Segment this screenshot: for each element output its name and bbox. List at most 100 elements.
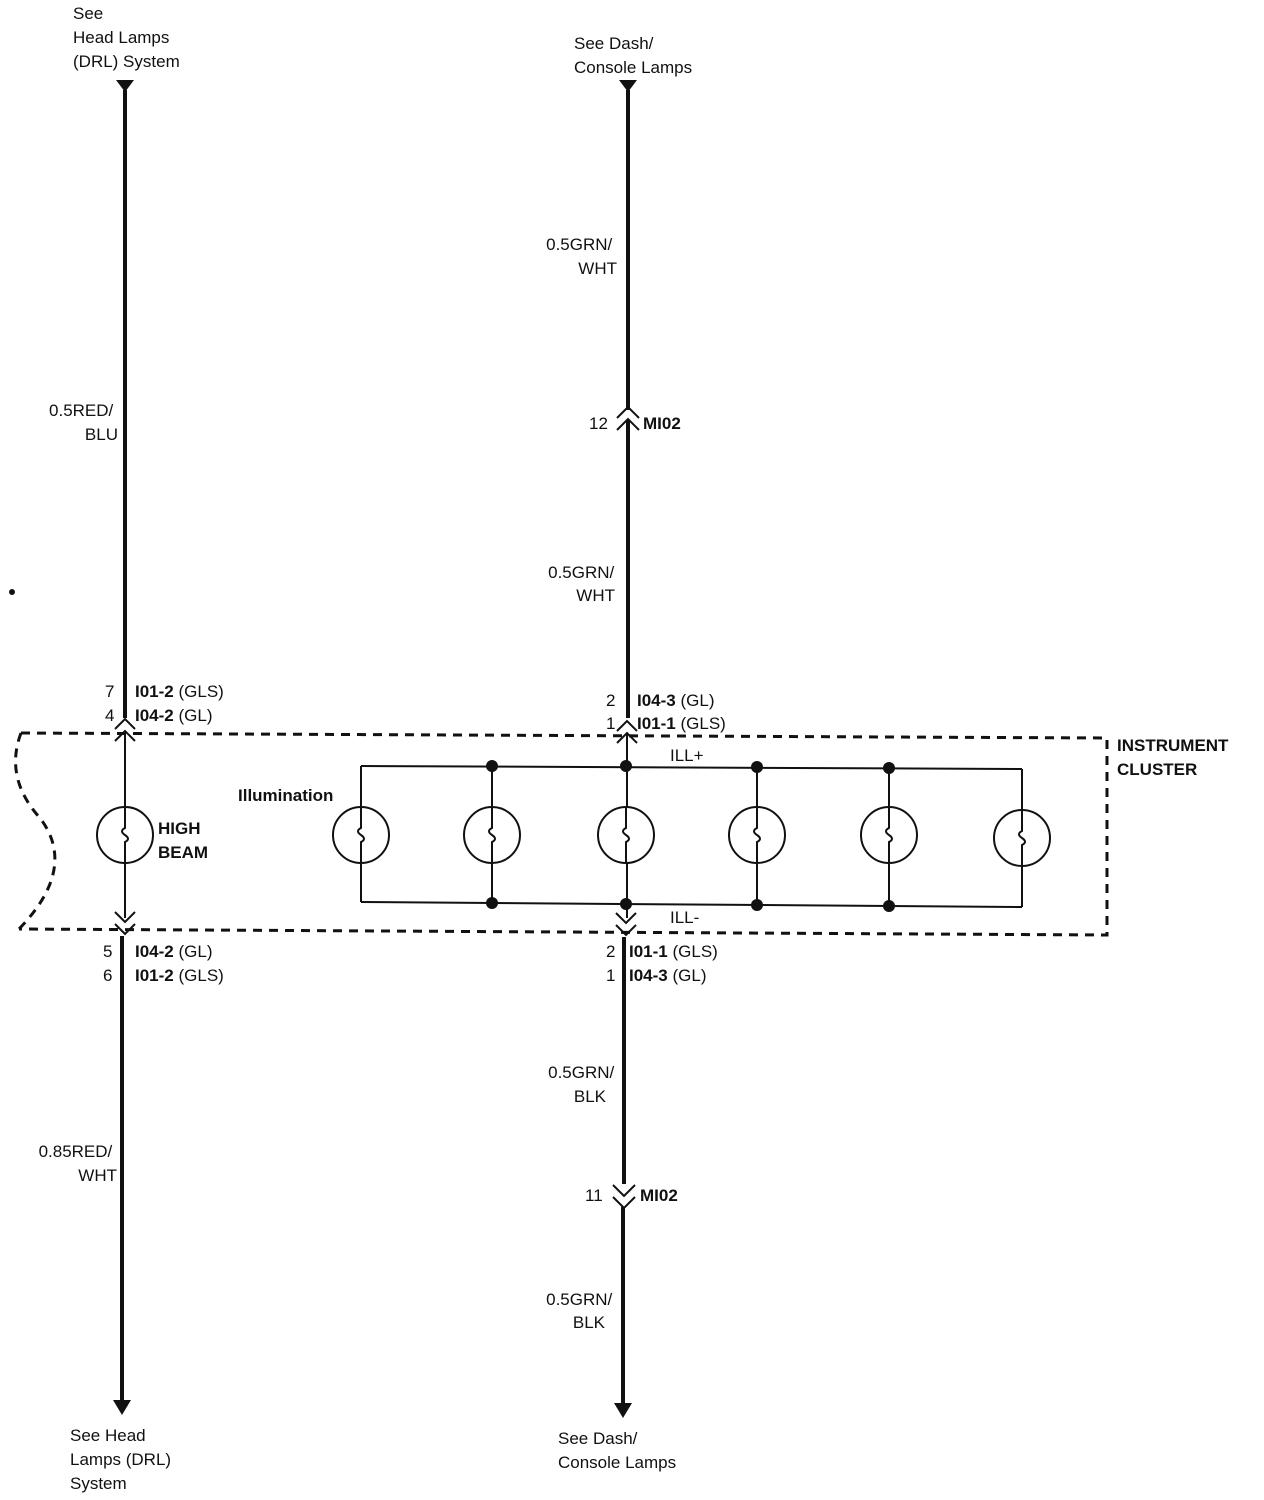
wire-center-1-label: 0.5GRN/ WHT xyxy=(546,235,617,278)
high-beam-line-2: BEAM xyxy=(158,843,208,862)
mi02-top-chevron-icon xyxy=(616,405,640,419)
mi02-top-id: MI02 xyxy=(643,414,681,433)
left-upper-pin-2: 4 xyxy=(105,706,114,725)
center-upper-connector-2: 1 I01-1 (GLS) xyxy=(606,714,726,733)
wire-center-1-line-1: 0.5GRN/ xyxy=(546,235,612,254)
wire-left-bottom-line-2: WHT xyxy=(78,1166,117,1185)
junction-dot-icon xyxy=(883,900,895,912)
left-upper-connector-2: 4 I04-2 (GL) xyxy=(105,706,212,725)
ill-minus-label: ILL- xyxy=(670,908,699,927)
center-lower-pin-2: 1 xyxy=(606,966,615,985)
left-lower-chevron-icon xyxy=(114,923,136,936)
center-upper-variant-2: (GLS) xyxy=(680,714,725,733)
mi02-bottom-chevron-icon xyxy=(612,1196,636,1210)
instrument-cluster-boundary-break xyxy=(14,732,57,931)
instrument-cluster-boundary xyxy=(18,731,1109,937)
instrument-cluster-line-1: INSTRUMENT xyxy=(1117,736,1229,755)
junction-dot-icon xyxy=(883,762,895,774)
mi02-bottom-pin: 11 xyxy=(585,1186,603,1205)
ref-top-left-line-1: See xyxy=(73,4,103,23)
center-lower-chevron-icon xyxy=(615,924,637,937)
left-lower-pin-2: 6 xyxy=(103,966,112,985)
left-top-arrow-icon xyxy=(116,80,134,92)
center-lower-chevron-icon xyxy=(615,912,637,925)
ref-top-center-line-1: See Dash/ xyxy=(574,34,654,53)
center-upper-chevron-icon xyxy=(616,719,638,732)
left-upper-chevron-icon xyxy=(114,717,136,730)
left-upper-pin-1: 7 xyxy=(105,682,114,701)
wire-center-3-line-2: BLK xyxy=(574,1087,607,1106)
instrument-cluster-label: INSTRUMENT CLUSTER xyxy=(1117,736,1233,779)
illumination-filament-icon xyxy=(1018,810,1026,866)
ref-top-left-line-3: (DRL) System xyxy=(73,52,180,71)
high-beam-line-1: HIGH xyxy=(158,819,201,838)
mi02-top-connector: 12 MI02 xyxy=(589,414,681,433)
illumination-label: Illumination xyxy=(238,786,333,805)
ref-top-left-line-2: Head Lamps xyxy=(73,28,169,47)
ref-top-center-line-2: Console Lamps xyxy=(574,58,692,77)
left-lower-variant-2: (GLS) xyxy=(178,966,223,985)
mi02-top-pin: 12 xyxy=(589,414,608,433)
illumination-filament-icon xyxy=(622,808,630,862)
stray-speck xyxy=(9,589,15,595)
center-upper-pin-2: 1 xyxy=(606,714,615,733)
left-lower-pin-1: 5 xyxy=(103,942,112,961)
ref-bottom-left-line-1: See Head xyxy=(70,1426,146,1445)
wire-left-top-line-1: 0.5RED/ xyxy=(49,401,114,420)
junction-dot-icon xyxy=(751,761,763,773)
left-upper-connector-1: 7 I01-2 (GLS) xyxy=(105,682,224,701)
junction-dot-icon xyxy=(486,897,498,909)
left-upper-variant-1: (GLS) xyxy=(178,682,223,701)
center-lower-pin-1: 2 xyxy=(606,942,615,961)
center-lower-connector-1: 2 I01-1 (GLS) xyxy=(606,942,718,961)
center-upper-connector-1: 2 I04-3 (GL) xyxy=(606,691,714,710)
wire-center-2-line-1: 0.5GRN/ xyxy=(548,563,614,582)
mi02-bottom-connector: 11 MI02 xyxy=(585,1186,678,1205)
junction-dot-icon xyxy=(486,760,498,772)
wire-left-top-line-2: BLU xyxy=(85,425,118,444)
center-lower-variant-2: (GL) xyxy=(672,966,706,985)
ref-bottom-left-line-3: System xyxy=(70,1474,127,1493)
wire-center-1-line-2: WHT xyxy=(578,259,617,278)
wire-center-4-line-2: BLK xyxy=(573,1313,606,1332)
instrument-cluster-line-2: CLUSTER xyxy=(1117,760,1197,779)
wire-center-2-line-2: WHT xyxy=(576,586,615,605)
center-lower-variant-1: (GLS) xyxy=(672,942,717,961)
wire-left-bottom-line-1: 0.85RED/ xyxy=(39,1142,113,1161)
mi02-top-chevron-icon xyxy=(616,417,640,431)
illumination-filament-icon xyxy=(885,808,893,862)
ill-plus-label: ILL+ xyxy=(670,746,704,765)
left-lower-variant-1: (GL) xyxy=(178,942,212,961)
illumination-filament-icon xyxy=(357,808,365,862)
ref-bottom-left-line-2: Lamps (DRL) xyxy=(70,1450,171,1469)
high-beam-filament-icon xyxy=(121,808,129,862)
left-lower-id-2: I01-2 xyxy=(135,966,174,985)
ref-bottom-center-line-2: Console Lamps xyxy=(558,1453,676,1472)
center-upper-id-1: I04-3 xyxy=(637,691,676,710)
wire-center-4-line-1: 0.5GRN/ xyxy=(546,1290,612,1309)
ref-bottom-center-line-1: See Dash/ xyxy=(558,1429,638,1448)
high-beam-label: HIGH BEAM xyxy=(158,819,208,862)
left-lower-connector-1: 5 I04-2 (GL) xyxy=(103,942,212,961)
wire-left-bottom-label: 0.85RED/ WHT xyxy=(39,1142,117,1185)
ref-top-center: See Dash/ Console Lamps xyxy=(574,34,692,77)
wire-center-3-line-1: 0.5GRN/ xyxy=(548,1063,614,1082)
ref-bottom-left: See Head Lamps (DRL) System xyxy=(70,1426,176,1493)
center-upper-variant-1: (GL) xyxy=(680,691,714,710)
ref-bottom-center: See Dash/ Console Lamps xyxy=(558,1429,676,1472)
ill-plus-bus xyxy=(360,765,1023,770)
illumination-filament-icon xyxy=(753,808,761,862)
ref-top-left: See Head Lamps (DRL) System xyxy=(73,4,180,71)
center-lower-id-2: I04-3 xyxy=(629,966,668,985)
center-bottom-arrow-icon xyxy=(614,1403,632,1418)
wire-left-top-label: 0.5RED/ BLU xyxy=(49,401,118,444)
junction-dot-icon xyxy=(620,898,632,910)
center-upper-pin-1: 2 xyxy=(606,691,615,710)
left-upper-variant-2: (GL) xyxy=(178,706,212,725)
wire-center-3-label: 0.5GRN/ BLK xyxy=(548,1063,619,1106)
wire-center-4-label: 0.5GRN/ BLK xyxy=(546,1290,617,1332)
illumination-filament-icon xyxy=(488,808,496,862)
left-upper-id-2: I04-2 xyxy=(135,706,174,725)
left-lower-id-1: I04-2 xyxy=(135,942,174,961)
